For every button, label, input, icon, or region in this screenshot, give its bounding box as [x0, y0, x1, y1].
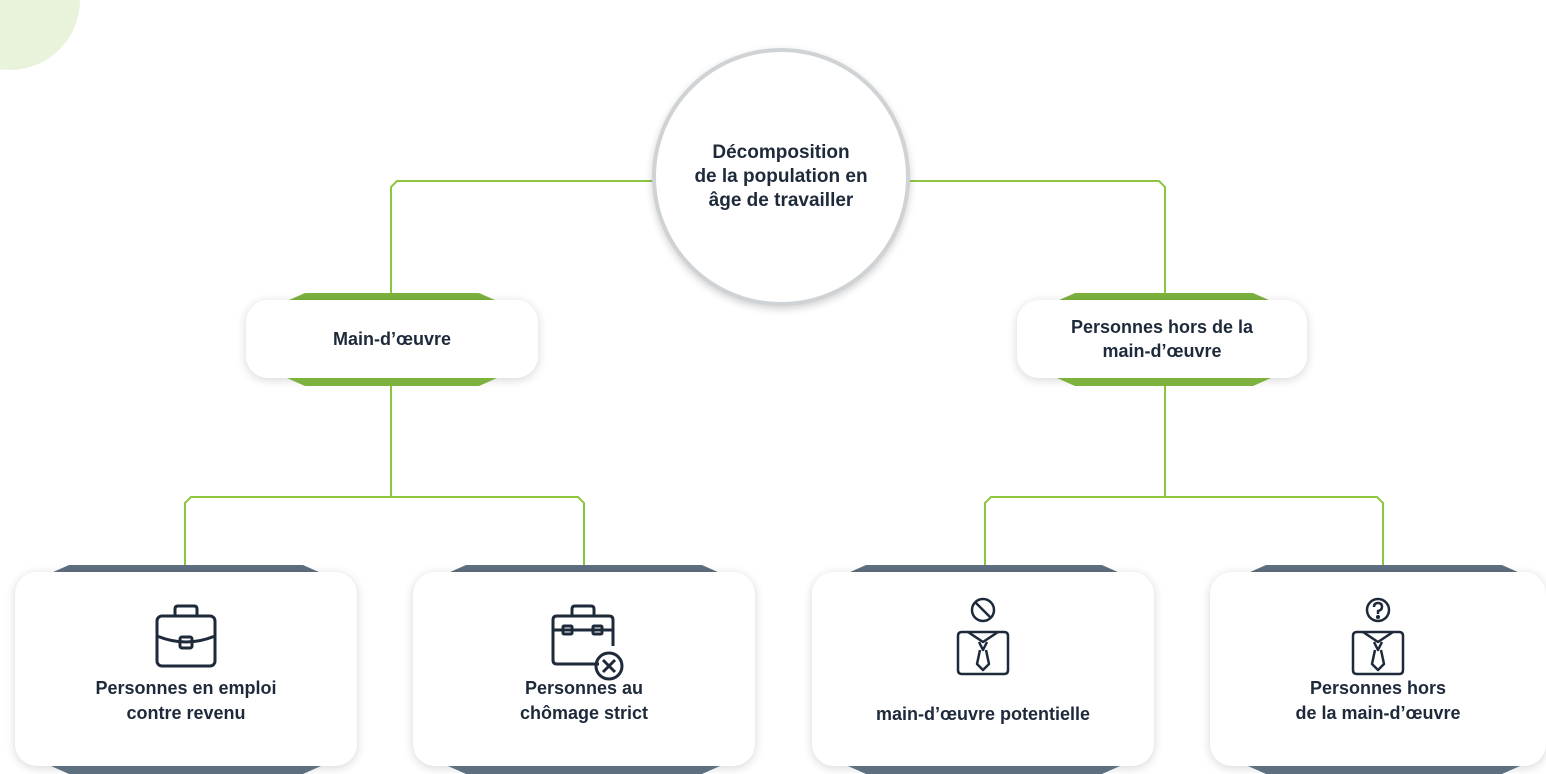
leaf-node-outside-labour-force: Personnes hors de la main-d’œuvre — [1210, 572, 1546, 766]
root-node: Décomposition de la population en âge de… — [652, 48, 910, 306]
leaf-tab-top — [448, 565, 720, 573]
person-question-icon — [1351, 597, 1405, 676]
leaf-label: main-d’œuvre potentielle — [875, 704, 1091, 724]
root-label: Décomposition de la population en âge de… — [694, 142, 868, 211]
leaf-node-potential-labour-force: main-d’œuvre potentielle — [812, 572, 1154, 766]
branch-tab-bottom — [287, 378, 497, 386]
leaf-tab-top — [51, 565, 321, 573]
briefcase-icon — [155, 604, 217, 668]
person-blocked-icon — [956, 597, 1010, 676]
leaf-node-employed: Personnes en emploi contre revenu — [15, 572, 357, 766]
branch-tab-bottom — [1057, 378, 1271, 386]
branch-tab-top — [287, 293, 497, 301]
briefcase-cancel-icon — [551, 604, 624, 681]
connector-root-left — [390, 180, 655, 298]
branch-label: Main-d’œuvre — [332, 329, 451, 349]
branch-node-outside-labour-force: Personnes hors de la main-d’œuvre — [1017, 300, 1307, 378]
branch-tab-top — [1057, 293, 1271, 301]
leaf-node-unemployed: Personnes au chômage strict — [413, 572, 755, 766]
branch-label: Personnes hors de la main-d’œuvre — [1070, 317, 1254, 361]
leaf-tab-top — [848, 565, 1120, 573]
connector-right-bar — [984, 496, 1384, 573]
connector-left-bar — [184, 496, 585, 573]
leaf-tab-bottom — [848, 766, 1120, 774]
leaf-tab-bottom — [51, 766, 321, 774]
branch-node-labour-force: Main-d’œuvre — [246, 300, 538, 378]
leaf-tab-bottom — [448, 766, 720, 774]
connector-root-right — [907, 180, 1166, 298]
leaf-label: Personnes au chômage strict — [519, 678, 649, 723]
leaf-tab-top — [1248, 565, 1520, 573]
leaf-label: Personnes en emploi contre revenu — [95, 678, 277, 723]
leaf-tab-bottom — [1248, 766, 1520, 774]
leaf-label: Personnes hors de la main-d’œuvre — [1295, 678, 1461, 723]
